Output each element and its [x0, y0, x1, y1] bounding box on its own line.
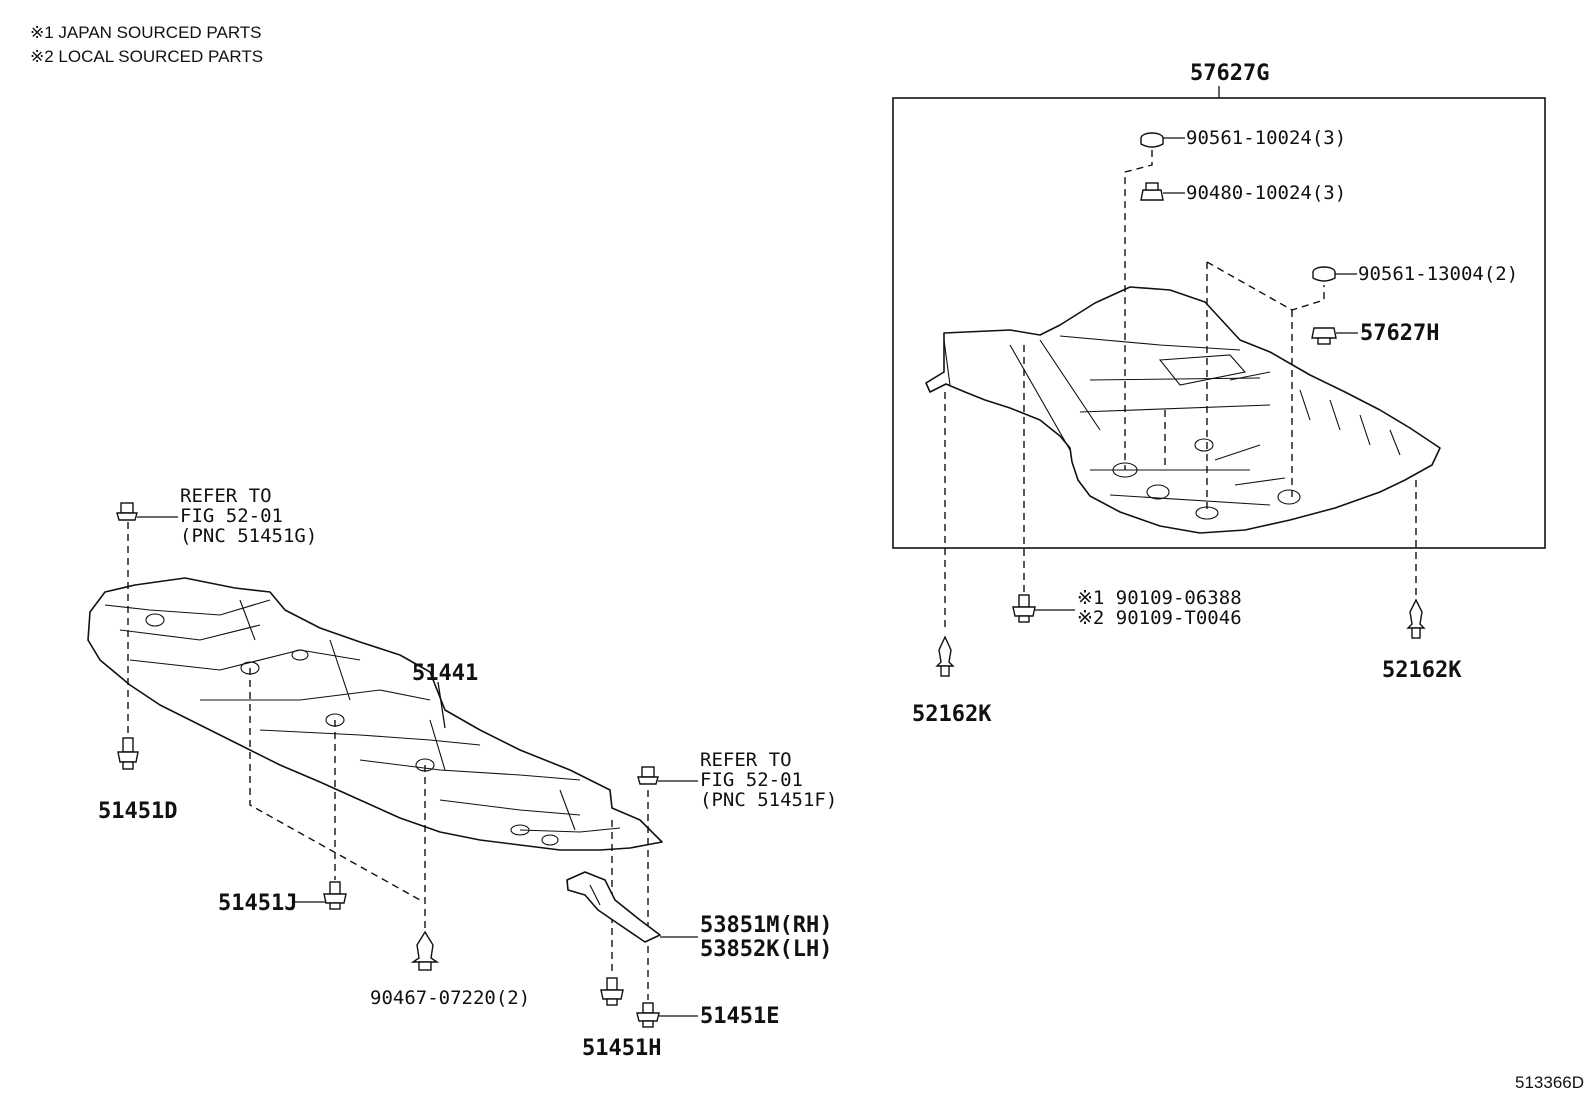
label-51451E: 51451E: [700, 1004, 779, 1029]
label-90561-13004: 90561-13004(2): [1358, 263, 1518, 285]
label-53851M: 53851M(RH): [700, 913, 832, 938]
under-cover-51441: [87, 577, 663, 851]
label-51451J: 51451J: [218, 891, 297, 916]
label-57627G: 57627G: [1190, 61, 1269, 86]
bolt-51451D: [117, 737, 139, 770]
clip-90467-07220: [410, 930, 440, 971]
leader-51441: [437, 681, 446, 729]
bolt-51451J: [323, 881, 347, 910]
bracket-53851M-53852K: [566, 871, 661, 943]
note-japan-sourced: ※1 JAPAN SOURCED PARTS: [30, 23, 262, 42]
nut-90480-10024: [1140, 182, 1164, 201]
clip-52162K-right: [1406, 598, 1426, 639]
label-90109-06388: ※1 90109-06388: [1077, 587, 1242, 609]
label-90561-10024: 90561-10024(3): [1186, 127, 1346, 149]
refer-f-line2: FIG 52-01: [700, 769, 803, 791]
bolt-51451E: [636, 1002, 660, 1028]
bolt-90109: [1012, 594, 1036, 623]
note-local-sourced: ※2 LOCAL SOURCED PARTS: [30, 47, 263, 66]
label-90480-10024: 90480-10024(3): [1186, 182, 1346, 204]
washer-90561-10024: [1140, 132, 1164, 148]
label-52162K-right: 52162K: [1382, 658, 1462, 683]
label-90467-07220: 90467-07220(2): [370, 987, 530, 1009]
washer-90561-13004: [1312, 266, 1336, 282]
clip-52162K-left: [935, 635, 955, 677]
refer-g-line2: FIG 52-01: [180, 505, 283, 527]
label-52162K-left: 52162K: [912, 702, 992, 727]
diagram-code: 513366D: [1515, 1073, 1584, 1092]
label-51441: 51441: [412, 661, 478, 686]
refer-f-line3: (PNC 51451F): [700, 789, 837, 811]
label-53852K: 53852K(LH): [700, 937, 832, 962]
under-cover-57627G: [925, 286, 1441, 534]
nut-57627H: [1311, 327, 1337, 345]
bolt-51451H: [600, 977, 624, 1006]
refer-f-line1: REFER TO: [700, 749, 792, 771]
clip-51451F: [637, 766, 659, 785]
label-51451H: 51451H: [582, 1036, 661, 1061]
refer-g-line1: REFER TO: [180, 485, 272, 507]
clip-51451G: [116, 502, 138, 521]
label-51451D: 51451D: [98, 799, 177, 824]
refer-g-line3: (PNC 51451G): [180, 525, 317, 547]
label-57627H: 57627H: [1360, 321, 1439, 346]
label-90109-T0046: ※2 90109-T0046: [1077, 607, 1242, 629]
